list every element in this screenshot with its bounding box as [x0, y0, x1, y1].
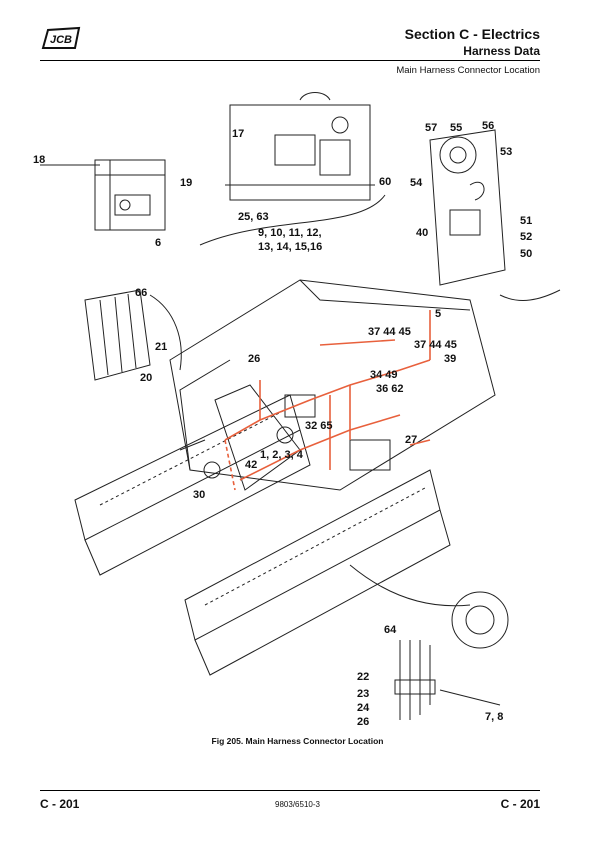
- callout-26: 26: [248, 353, 260, 365]
- callout-36-62: 36 62: [376, 383, 404, 395]
- inset-component-panel: [40, 159, 166, 231]
- callout-54: 54: [410, 177, 423, 189]
- callout-32-65: 32 65: [305, 420, 333, 432]
- subsection-title: Harness Data: [463, 44, 540, 58]
- jcb-logo: JCB: [41, 26, 81, 49]
- inset-top-arc: [199, 194, 386, 246]
- callout-17: 17: [232, 128, 244, 140]
- inset-connector-bundle: [394, 591, 509, 720]
- inset-right-arc: [499, 289, 561, 301]
- document-number: 9803/6510-3: [275, 800, 320, 809]
- callout-60: 60: [379, 176, 391, 188]
- callout-52: 52: [520, 231, 532, 243]
- callout-labels: 17 18 19 6 25, 63 9, 10, 11, 12, 13, 14,…: [33, 120, 532, 728]
- callout-21: 21: [155, 341, 167, 353]
- callout-26-bottom: 26: [357, 716, 369, 728]
- inset-relay-box: [225, 92, 375, 201]
- callout-23: 23: [357, 688, 369, 700]
- callout-51: 51: [520, 215, 532, 227]
- callout-22: 22: [357, 671, 369, 683]
- callout-19: 19: [180, 177, 192, 189]
- harness-lines: [224, 310, 431, 491]
- callout-7-8: 7, 8: [485, 711, 503, 723]
- page-number-right: C - 201: [500, 797, 540, 811]
- inset-valve-block: [84, 289, 151, 381]
- footer-rule: [40, 790, 540, 791]
- callout-30: 30: [193, 489, 205, 501]
- callout-55: 55: [450, 122, 462, 134]
- callout-57: 57: [425, 122, 437, 134]
- page-caption: Main Harness Connector Location: [396, 65, 540, 76]
- callout-64: 64: [384, 624, 397, 636]
- section-title: Section C - Electrics: [404, 26, 540, 42]
- callout-66: 66: [135, 287, 147, 299]
- callout-34-49: 34 49: [370, 369, 398, 381]
- callout-37-44-45-b: 37 44 45: [414, 339, 457, 351]
- callout-18: 18: [33, 154, 45, 166]
- logo-text: JCB: [50, 34, 72, 46]
- callout-24: 24: [357, 702, 370, 714]
- callout-9-12: 9, 10, 11, 12,: [258, 227, 322, 239]
- callout-37-44-45-a: 37 44 45: [368, 326, 411, 338]
- inset-left-arc: [149, 294, 182, 371]
- callout-42: 42: [245, 459, 257, 471]
- callout-20: 20: [140, 372, 152, 384]
- inset-motor: [429, 129, 506, 286]
- callout-56: 56: [482, 120, 494, 132]
- callout-6: 6: [155, 237, 161, 249]
- figure-caption: Fig 205. Main Harness Connector Location: [211, 736, 384, 746]
- callout-5: 5: [435, 308, 441, 320]
- callout-50: 50: [520, 248, 532, 260]
- callout-27: 27: [405, 434, 417, 446]
- callout-13-16: 13, 14, 15,16: [258, 241, 322, 253]
- inset-bottom-arc: [349, 564, 471, 607]
- callout-25-63: 25, 63: [238, 211, 269, 223]
- callout-40: 40: [416, 227, 428, 239]
- excavator-upper: [169, 279, 496, 491]
- callout-1-4: 1, 2, 3, 4: [260, 449, 304, 461]
- callout-39: 39: [444, 353, 456, 365]
- page-number-left: C - 201: [40, 797, 80, 811]
- callout-53: 53: [500, 146, 512, 158]
- header-rule: [40, 60, 540, 61]
